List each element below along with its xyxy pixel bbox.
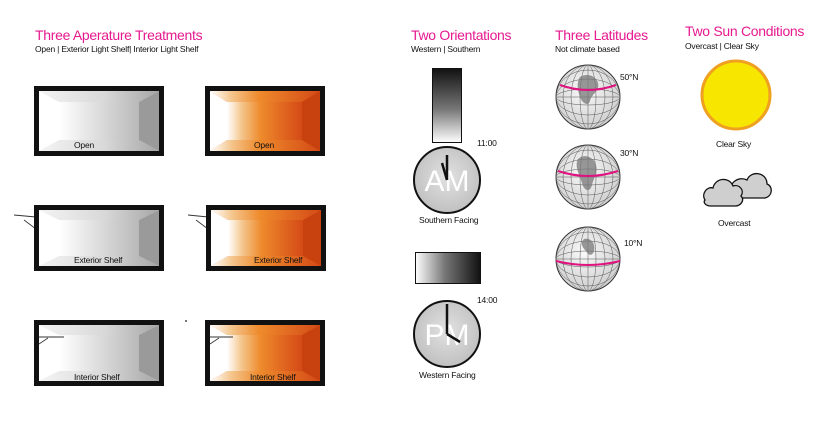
- clock-time: 11:00: [477, 138, 497, 148]
- latitudes-subtitle: Not climate based: [555, 44, 620, 54]
- orientations-subtitle: Western | Southern: [411, 44, 481, 54]
- room-open-orange: [205, 86, 325, 156]
- room-interior-gray: [34, 320, 164, 386]
- clock-caption: Western Facing: [419, 370, 476, 380]
- room-label: Interior Shelf: [250, 372, 296, 382]
- globe-30n-icon: [554, 143, 622, 211]
- overcast-label: Overcast: [718, 218, 751, 228]
- cloud-overcast-icon: [701, 164, 773, 210]
- apertures-subtitle: Open | Exterior Light Shelf| Interior Li…: [35, 44, 199, 54]
- globe-label: 50°N: [620, 72, 639, 82]
- globe-label: 10°N: [624, 238, 643, 248]
- room-label: Exterior Shelf: [254, 255, 303, 265]
- orientations-title: Two Orientations: [411, 27, 512, 43]
- clock-pm-icon: PM: [412, 299, 482, 369]
- room-label: Open: [254, 140, 274, 150]
- clock-time: 14:00: [477, 295, 498, 305]
- room-interior-orange: [205, 320, 325, 386]
- globe-50n-icon: [554, 63, 622, 131]
- clock-am-icon: AM: [412, 145, 482, 215]
- sun-clear-icon: [699, 58, 773, 132]
- room-label: Exterior Shelf: [74, 255, 123, 265]
- room-open-gray: [34, 86, 164, 156]
- room-exterior-gray: [14, 205, 164, 271]
- room-label: Interior Shelf: [74, 372, 120, 382]
- latitudes-title: Three Latitudes: [555, 27, 648, 43]
- room-label: Open: [74, 140, 94, 150]
- window-south-icon: [432, 68, 462, 143]
- room-exterior-orange: [188, 205, 328, 271]
- globe-label: 30°N: [620, 148, 639, 158]
- sun-title: Two Sun Conditions: [685, 23, 805, 39]
- clear-sky-label: Clear Sky: [716, 139, 752, 149]
- sun-subtitle: Overcast | Clear Sky: [685, 41, 759, 51]
- stray-dot: [185, 320, 187, 322]
- apertures-title: Three Aperature Treatments: [35, 27, 203, 43]
- window-west-icon: [415, 252, 481, 284]
- globe-10n-icon: [554, 225, 622, 293]
- clock-caption: Southern Facing: [419, 215, 479, 225]
